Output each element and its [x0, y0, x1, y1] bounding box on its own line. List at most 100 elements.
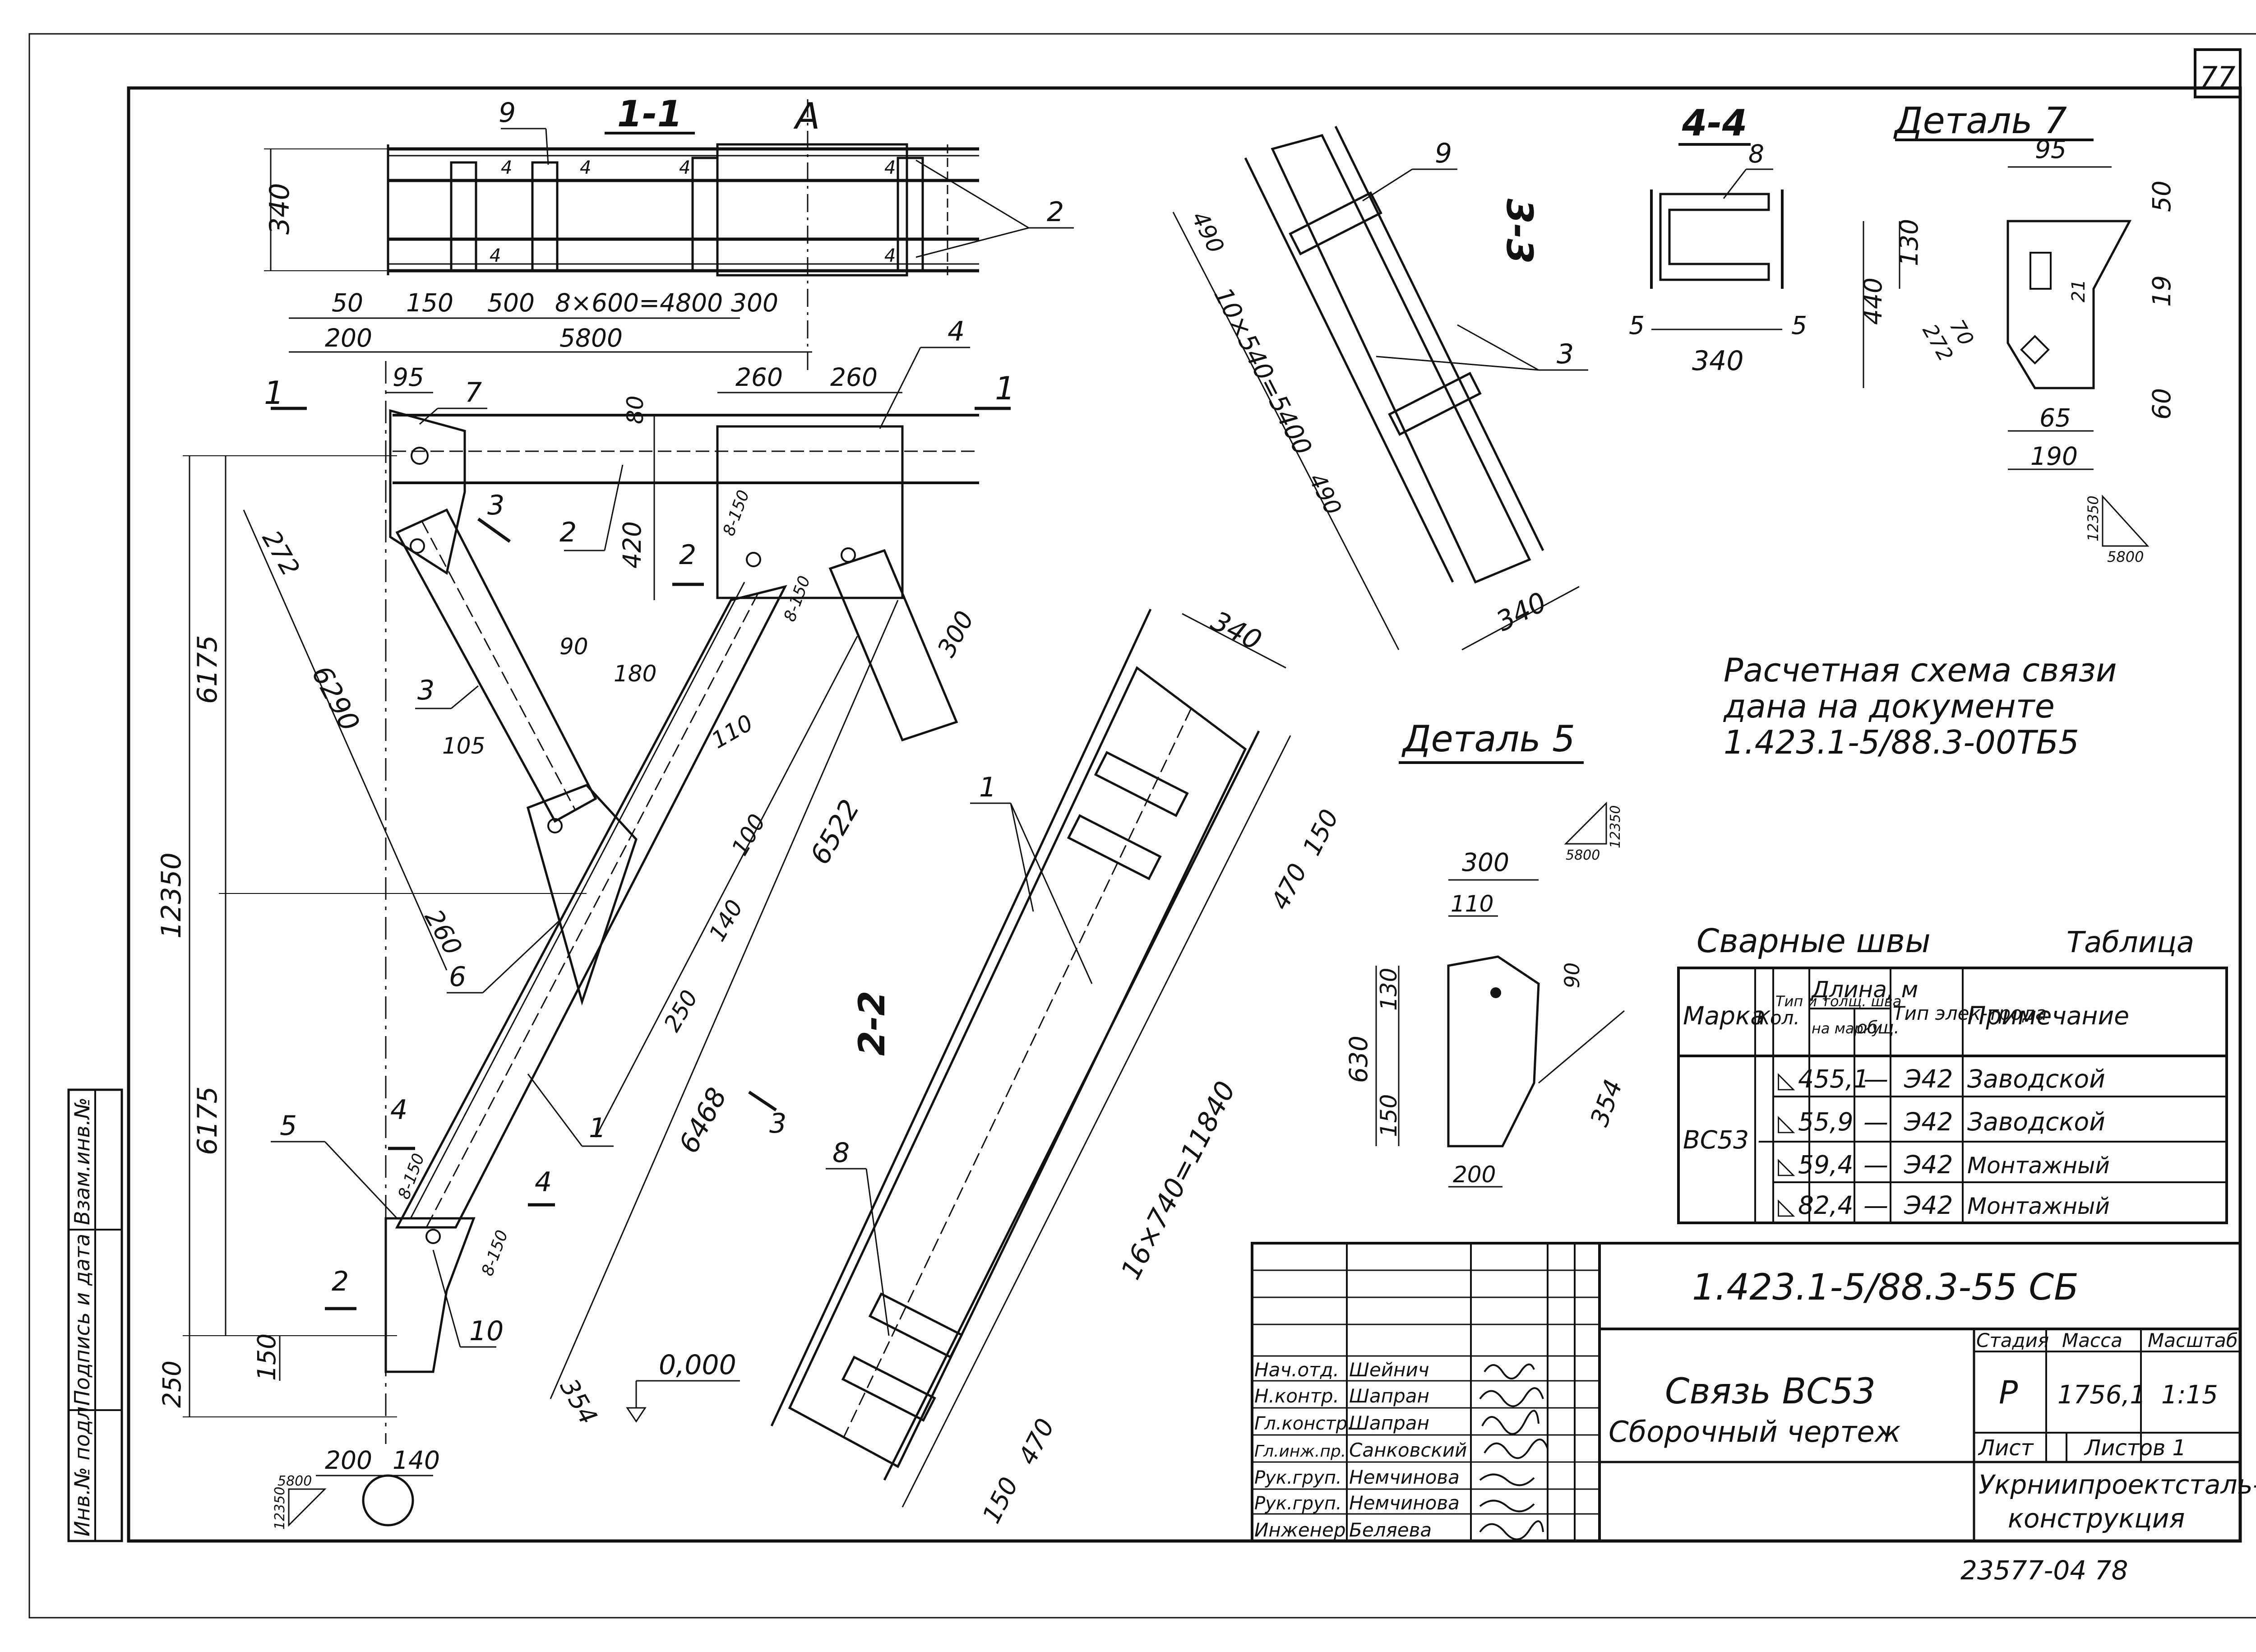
dim-440: 440 [1858, 278, 1887, 325]
stamp-inv-no: Инв.№ подл. [70, 1400, 94, 1536]
stamp-replace-inv: Взам.инв.№ [70, 1097, 94, 1225]
welds-table-title: Сварные швы [1697, 922, 1931, 960]
callout-3: 3 [1557, 338, 1574, 370]
dim-500: 500 [487, 288, 535, 317]
weld-size-label: 4 [501, 157, 512, 178]
design-note: Расчетная схема связи дана на документе … [1723, 651, 2117, 761]
mass-label: Масса [2062, 1329, 2122, 1351]
dim-200: 200 [325, 324, 372, 352]
design-note-line-1: Расчетная схема связи [1724, 651, 2117, 689]
slope-b: 5800 [1566, 847, 1600, 863]
dim-150: 150 [1376, 1094, 1402, 1137]
dim-190: 190 [2030, 442, 2078, 471]
cell-note: Монтажный [1967, 1152, 2110, 1179]
dim-470-top: 470 [1266, 859, 1313, 914]
dim-21: 21 [2068, 279, 2089, 302]
dim-95: 95 [2035, 135, 2066, 164]
welds-table: Сварные швы Таблица Марка Кол. Тип и тол… [1677, 922, 2228, 1224]
cell-total: — [1863, 1064, 1888, 1093]
signature [1479, 1387, 1544, 1407]
level-mark: 0,000 [659, 1349, 736, 1381]
section-3-3: 3-3 490 10×540=5400 490 340 9 3 [1172, 125, 1588, 651]
table-row: ◺ 5 5,9 — Э42 Заводской [1778, 1107, 2105, 1136]
drawing-name: Связь ВС53 [1665, 1371, 1876, 1412]
scale-value: 1:15 [2161, 1380, 2218, 1410]
role-6: Инженер [1254, 1519, 1346, 1541]
slope-a: 12350 [1608, 805, 1623, 848]
weld-size-label: 4 [884, 157, 896, 178]
cell-type: 5 [1798, 1150, 1814, 1179]
dim-150-top: 150 [1297, 805, 1345, 860]
callout-9: 9 [499, 97, 516, 129]
sheets-label: Листов 1 [2084, 1435, 2186, 1461]
dim-130: 130 [1376, 968, 1402, 1011]
callout-4: 4 [948, 316, 965, 347]
callout-7: 7 [465, 377, 482, 408]
dim-340: 340 [1491, 586, 1552, 638]
callout-5: 5 [280, 1110, 297, 1142]
dim-6290: 6290 [305, 661, 365, 736]
dim-140: 140 [393, 1446, 440, 1475]
dim-200: 200 [325, 1446, 372, 1475]
dim-6175-top: 6175 [192, 635, 223, 704]
dim-80: 80 [622, 395, 648, 424]
main-view: 6175 12350 6175 150 250 95 80 260 260 42… [156, 316, 1015, 1530]
section-mark-4-right: 4 [535, 1166, 552, 1198]
callout-6: 6 [449, 961, 466, 993]
section-4-4: 4-4 5 340 5 8 [1629, 102, 1807, 377]
dim-150-bottom: 150 [977, 1472, 1024, 1528]
hdr-per-mark: на марку [1812, 1020, 1881, 1037]
dim-19: 19 [2147, 275, 2176, 307]
detail-5-title: Деталь 5 [1401, 718, 1575, 760]
name-2: Шапран [1349, 1412, 1429, 1434]
dim-90: 90 [1560, 963, 1584, 988]
scale-label: Масштаб [2148, 1329, 2238, 1351]
table-row: ◺ 8 2,4 — Э42 Монтажный [1778, 1191, 2110, 1220]
dim-6175-bottom: 6175 [192, 1086, 223, 1155]
dim-250: 250 [659, 986, 703, 1036]
drawing-subtitle: Сборочный чертеж [1609, 1416, 1901, 1449]
section-mark-2-bottom: 2 [332, 1266, 349, 1297]
name-4: Немчинова [1349, 1466, 1460, 1488]
role-2: Гл.констр. [1254, 1413, 1353, 1434]
dim-6468: 6468 [673, 1083, 733, 1158]
inventory-number: 23577-04 78 [1960, 1555, 2128, 1586]
cell-mark: ВС53 [1683, 1125, 1749, 1154]
signature [1479, 1520, 1544, 1541]
dim-150: 150 [252, 1333, 281, 1381]
callout-10: 10 [469, 1315, 504, 1347]
callout-3: 3 [417, 675, 435, 706]
dim-340: 340 [1692, 345, 1744, 377]
callout-2: 2 [559, 517, 577, 548]
weld-note-8-150: 8-150 [720, 488, 753, 538]
role-5: Рук.груп. [1254, 1493, 1342, 1514]
hdr-qty: Кол. [1757, 1007, 1800, 1029]
name-1: Шапран [1349, 1385, 1429, 1407]
cell-len: 9,4 [1814, 1150, 1853, 1179]
cell-type: 4 [1798, 1064, 1814, 1093]
dim-260: 260 [419, 905, 468, 960]
hdr-electrode: Тип элек-трода [1893, 1002, 2047, 1024]
dim-150: 150 [406, 288, 453, 317]
cell-electrode: Э42 [1904, 1107, 1953, 1136]
axis-mark: A [793, 95, 820, 137]
hdr-type: Тип и толщ. шва [1775, 993, 1901, 1010]
callout-9: 9 [1435, 138, 1452, 169]
signature [1484, 1363, 1535, 1379]
design-note-line-3: 1.423.1-5/88.3-00ТБ5 [1724, 723, 2079, 761]
dim-16x740: 16×740=11840 [1115, 1076, 1242, 1285]
signature [1479, 1473, 1535, 1486]
weld-note-8-150: 8-150 [478, 1228, 512, 1278]
org-line-2: конструкция [2008, 1503, 2185, 1534]
hdr-total: общ. [1857, 1018, 1900, 1037]
cell-electrode: Э42 [1904, 1191, 1953, 1220]
dim-6522: 6522 [804, 794, 866, 870]
section-2-2-title: 2-2 [851, 990, 893, 1056]
dim-300: 300 [731, 288, 778, 317]
weld-size-label: 4 [679, 157, 690, 178]
name-5: Немчинова [1349, 1492, 1460, 1514]
stage-value: Р [1999, 1374, 2018, 1411]
dim-12350: 12350 [156, 852, 187, 939]
name-0: Шейнич [1349, 1359, 1429, 1381]
table-row: ◺ 4 55,1 — Э42 Заводской [1778, 1064, 2105, 1093]
